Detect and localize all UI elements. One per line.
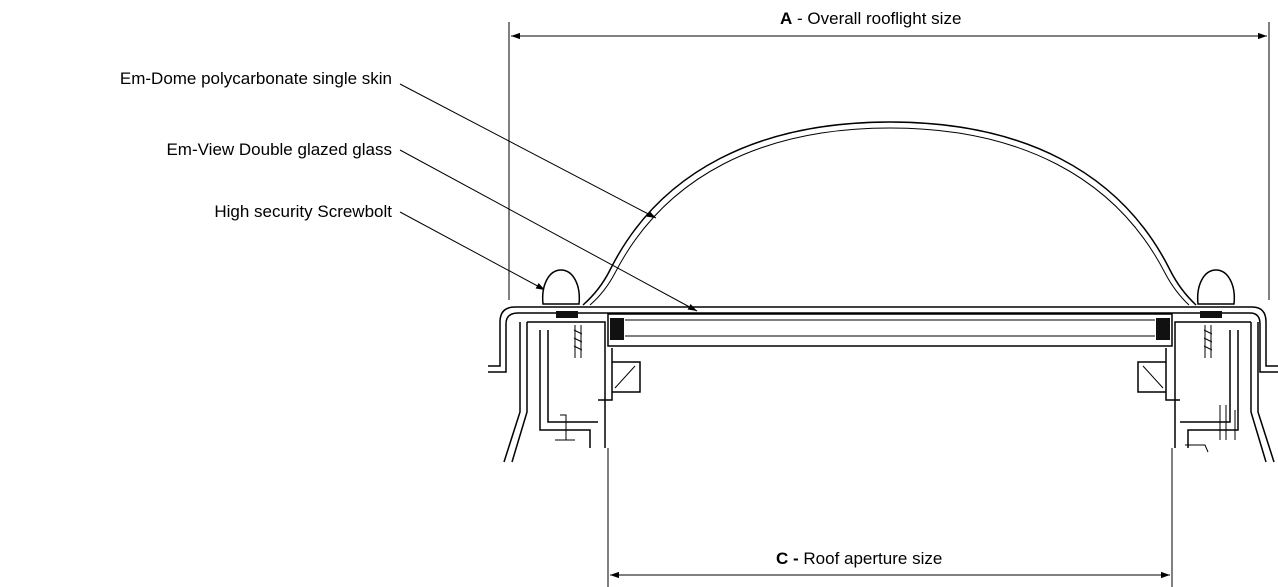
leader-bolt	[399, 211, 546, 291]
callout-label-bolt: High security Screwbolt	[214, 202, 392, 221]
glass-seal-right	[1156, 318, 1170, 340]
flange-outer	[488, 306, 1278, 367]
gasket-right	[1200, 311, 1222, 318]
glass-frame	[607, 313, 1173, 347]
upstand-flange	[488, 306, 1278, 373]
dome	[582, 121, 1197, 306]
flange-inner	[488, 312, 1278, 373]
kerb-right	[1137, 321, 1275, 463]
kerb-right-drip	[1185, 444, 1209, 453]
dome-inner-skin	[589, 127, 1190, 306]
kerb-left-bracket	[598, 348, 641, 401]
glass-seal-left	[610, 318, 624, 340]
leader-dome	[399, 83, 657, 219]
kerb-left-clip	[555, 414, 575, 441]
glass-panel	[556, 311, 1222, 347]
kerb-right-fixings	[1219, 405, 1236, 440]
kerb-left-bracket-diag	[614, 365, 636, 389]
kerb-right-bracket-diag	[1142, 365, 1164, 389]
callout-label-dome: Em-Dome polycarbonate single skin	[120, 69, 392, 88]
kerb-left-top	[527, 321, 606, 448]
kerb-left-chamber	[539, 330, 598, 448]
callouts: Em-Dome polycarbonate single skin Em-Vie…	[120, 69, 698, 312]
kerb-left-screw-thread	[573, 329, 583, 351]
screwbolt-left	[541, 269, 581, 305]
dimension-label-aperture: C - Roof aperture size	[776, 549, 942, 568]
kerb-right-bracket	[1137, 348, 1180, 401]
dimension-aperture: C - Roof aperture size	[607, 448, 1173, 587]
screwbolt-right	[1196, 269, 1236, 305]
kerb-left	[503, 321, 641, 463]
kerb-right-screw-thread	[1203, 329, 1213, 351]
kerb-right-chamber	[1180, 330, 1239, 448]
screwbolts	[541, 269, 1236, 305]
dimension-label-overall: A - Overall rooflight size	[780, 9, 961, 28]
gasket-left	[556, 311, 578, 318]
kerb-right-top	[1174, 321, 1251, 448]
kerb-left-outer-wall	[503, 322, 528, 463]
leader-glass	[399, 149, 698, 312]
kerb-right-outer-wall	[1250, 322, 1275, 463]
dimension-overall: A - Overall rooflight size	[508, 9, 1270, 300]
dome-outer-skin	[582, 121, 1197, 306]
callout-label-glass: Em-View Double glazed glass	[166, 140, 392, 159]
